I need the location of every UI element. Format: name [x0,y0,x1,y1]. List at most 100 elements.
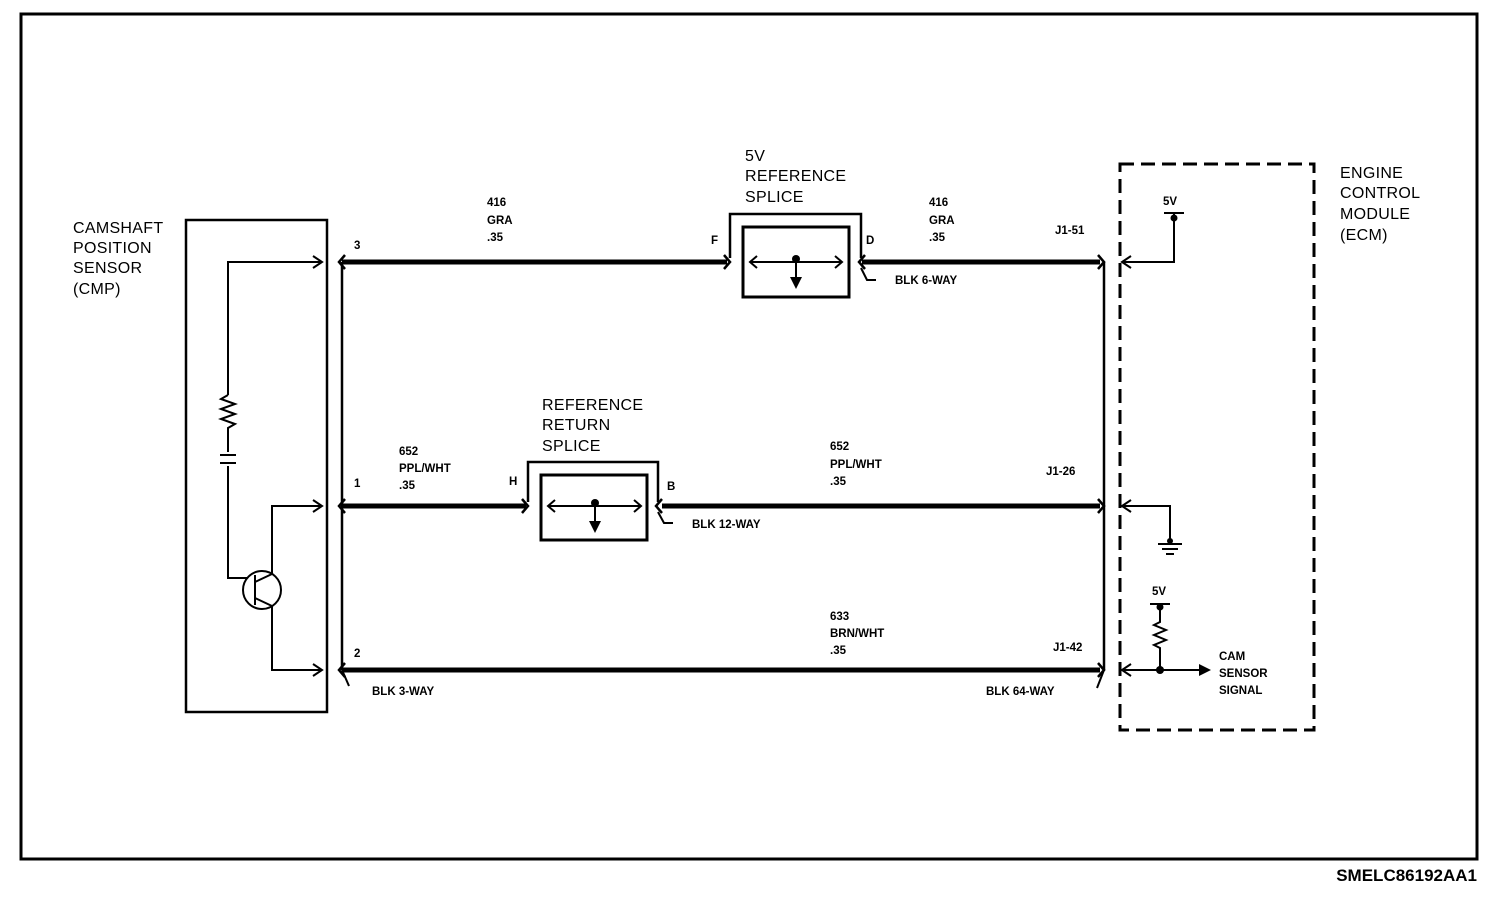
splice-5v-pin-d: D [866,235,874,247]
wire-652-left-color: PPL/WHT [399,463,451,475]
resistor-icon [218,394,238,452]
ecm-pin-j1-42: J1-42 [1053,642,1082,654]
sensor-pin-3: 3 [354,240,360,252]
wire-416-right-color: GRA [929,215,955,227]
splice-return: REFERENCE RETURN SPLICE H B BLK 12-WAY [509,397,761,542]
sensor-pin-2: 2 [354,648,360,660]
ecm-pullup-5v-label: 5V [1152,586,1166,598]
ground-icon [1158,543,1182,555]
transistor-emitter [254,597,273,607]
sensor-circuit-pin1 [271,505,320,574]
wire-633-circuit: 633 [830,611,849,623]
wire-652-right-circuit: 652 [830,441,849,453]
ecm-title-line-2: CONTROL [1340,185,1420,202]
splice-return-box [539,473,649,542]
splice-return-title-3: SPLICE [542,438,601,455]
ecm-title-line-1: ENGINE [1340,165,1403,182]
right-chevron-51 [1097,254,1106,270]
sensor-connector: 3 1 2 BLK 3-WAY [337,240,435,698]
splice-5v-bus-left-arrow [748,255,758,269]
sensor-circuit-pin2 [271,606,320,671]
splice-5v-chevron-right [857,254,866,270]
ecm-connector-label: BLK 64-WAY [986,686,1055,698]
ecm-pin-j1-51: J1-51 [1055,225,1085,237]
arrow-ecm-26 [1120,499,1132,513]
splice-5v-box [741,225,851,299]
ecm-pin-j1-26: J1-26 [1046,466,1075,478]
splice-5v-title-2: REFERENCE [745,168,846,185]
splice-return-bracket [526,460,660,502]
arrow-ecm-42 [1120,663,1132,677]
splice-return-bus-left-arrow [546,499,556,513]
left-chevron-1 [337,498,346,514]
sensor-title-line-3: SENSOR [73,260,142,277]
ecm-title-line-3: MODULE [1340,206,1410,223]
ecm-5v-label: 5V [1163,196,1177,208]
wire-416-right-circuit: 416 [929,197,948,209]
splice-return-down-arrow-icon [589,521,601,533]
connector-left-hook [341,669,350,687]
left-chevron-3 [337,254,346,270]
splice-5v-bus-right-arrow [834,255,844,269]
camshaft-sensor: CAMSHAFT POSITION SENSOR (CMP) [73,218,329,714]
splice-5v-down-arrow-icon [790,277,802,289]
diagram-frame [19,12,1479,861]
wire-633-color: BRN/WHT [830,628,884,640]
arrow-pin3 [312,255,324,269]
splice-5v-hook [860,267,876,281]
left-chevron-2 [337,662,346,678]
splice-return-connector: BLK 12-WAY [692,519,761,531]
transistor-collector [254,573,273,583]
right-chevron-42 [1097,662,1106,678]
splice-5v-chevron-left [723,254,732,270]
signal-label-2: SENSOR [1219,668,1268,680]
wire-633-gauge: .35 [830,645,847,657]
arrow-pin2 [312,663,324,677]
ground-node [1167,538,1173,544]
sensor-connector-label: BLK 3-WAY [372,686,435,698]
wires: 416 GRA .35 416 GRA .35 652 PPL/WHT .35 … [342,197,1100,673]
ecm-box [1118,162,1316,732]
arrow-ecm-51 [1120,255,1132,269]
splice-return-chevron-left [521,498,530,514]
ecm-connector: J1-51 J1-26 J1-42 BLK 64-WAY [986,225,1106,698]
wire-652-right-gauge: .35 [830,476,847,488]
transistor-icon [242,570,282,610]
wire-416-left-color: GRA [487,215,513,227]
sensor-circuit-top [227,261,320,395]
splice-return-title-1: REFERENCE [542,397,643,414]
wire-652-right-color: PPL/WHT [830,459,882,471]
capacitor-icon [220,454,236,464]
ecm-5v-node [1170,214,1178,222]
ecm-5v-line [1124,213,1175,263]
splice-return-pin-b: B [667,481,675,493]
arrow-pin1 [312,499,324,513]
sensor-circuit-mid [227,466,248,579]
signal-label-1: CAM [1219,651,1245,663]
sensor-pin-1: 1 [354,478,361,490]
wire-652-left-circuit: 652 [399,446,418,458]
signal-arrow-icon [1199,664,1211,676]
ecm-module: ENGINE CONTROL MODULE (ECM) 5V 5V CAM SE… [1118,162,1420,732]
sensor-title-line-4: (CMP) [73,281,121,298]
ecm-ground-line [1124,505,1171,544]
splice-return-bus-right-arrow [633,499,643,513]
splice-5v-connector: BLK 6-WAY [895,275,958,287]
splice-5v-title-1: 5V [745,148,765,165]
splice-5v-bracket [728,212,863,258]
diagram-code: SMELC86192AA1 [1336,866,1477,885]
splice-5v: 5V REFERENCE SPLICE F D BLK 6-WAY [711,148,958,299]
wire-652-left-gauge: .35 [399,480,416,492]
sensor-box [184,218,329,714]
splice-5v-pin-f: F [711,235,718,247]
signal-label-3: SIGNAL [1219,685,1262,697]
splice-return-chevron-right [654,498,663,514]
splice-return-pin-h: H [509,476,517,488]
pullup-resistor-icon [1151,607,1169,670]
sensor-title-line-2: POSITION [73,240,152,257]
ecm-title-line-4: (ECM) [1340,227,1388,244]
splice-5v-title-3: SPLICE [745,189,804,206]
sensor-title-line-1: CAMSHAFT [73,220,163,237]
wire-416-left-circuit: 416 [487,197,506,209]
